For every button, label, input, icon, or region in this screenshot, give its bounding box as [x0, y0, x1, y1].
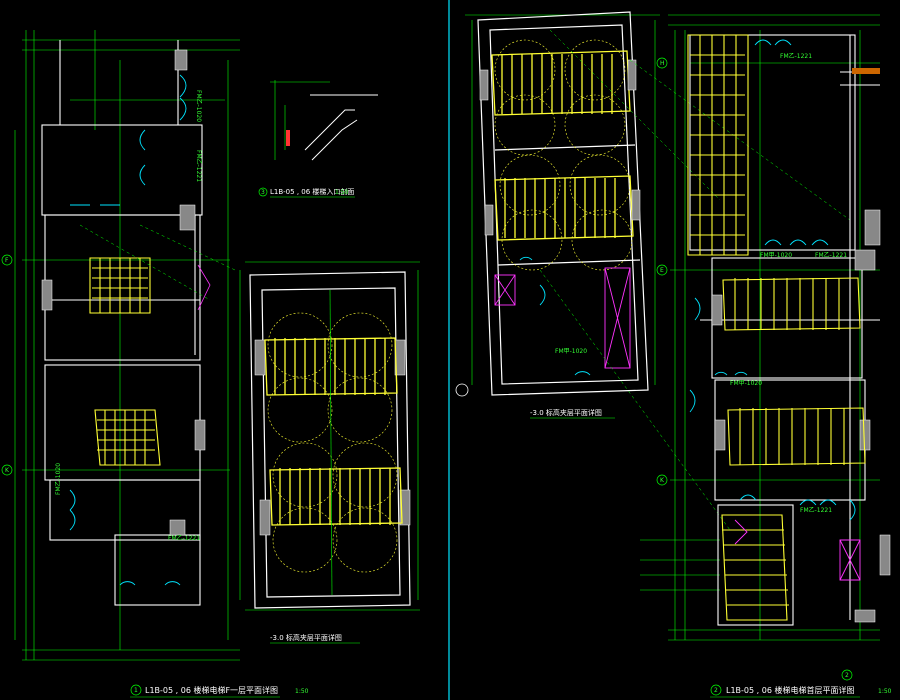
axis-label-K-right: K — [660, 477, 665, 484]
door-tag: FM甲-1020 — [730, 380, 762, 387]
door-tag: FM乙-1020 — [195, 90, 202, 122]
right-enlarged-title: -3.0 标高夹层平面详图 — [530, 408, 602, 417]
section-num: 3 — [261, 189, 265, 196]
axis-label-F: F — [5, 257, 9, 264]
right-plan-num: 2 — [714, 687, 718, 694]
left-plan-title: L1B-05 , 06 楼梯电梯F一层平面详图 — [145, 685, 278, 695]
right-plan-title-block: 2 L1B-05 , 06 楼梯电梯首层平面详图 1:50 — [710, 684, 892, 698]
section-title: L1B-05 , 06 楼梯入口剖面 — [270, 187, 354, 196]
door-tag: FM乙-1221 — [780, 53, 812, 60]
section-scale: 1:50 — [335, 189, 349, 196]
door-tag: FM甲-1020 — [555, 348, 587, 355]
enlarged-title: -3.0 标高夹层平面详图 — [270, 633, 342, 642]
door-tag: FM乙-1020 — [55, 463, 62, 495]
door-tag: FM乙-1221 — [168, 535, 200, 542]
axis-label-H: H — [660, 60, 665, 67]
enlarged-mezzanine-plan: -3.0 标高夹层平面详图 — [239, 261, 420, 644]
left-plan-scale: 1:50 — [295, 688, 309, 695]
right-mezzanine-plan: -3.0 标高夹层平面详图 — [455, 11, 851, 531]
door-tag: FM甲-1020 — [760, 252, 792, 259]
axis-bubbles-left — [1, 254, 13, 476]
door-tag: FM乙-1221 — [195, 150, 202, 182]
section-detail: 3 L1B-05 , 06 楼梯入口剖面 1:50 — [258, 80, 378, 198]
right-plan-title: L1B-05 , 06 楼梯电梯首层平面详图 — [726, 685, 854, 695]
door-tag: FM乙-1221 — [800, 507, 832, 514]
axis-label-E: E — [660, 267, 664, 274]
left-plan-num: 1 — [134, 687, 138, 694]
left-plan — [14, 30, 240, 661]
axis-label-2: 2 — [845, 672, 849, 679]
axis-bubbles-right — [656, 57, 853, 681]
axis-label-K: K — [5, 467, 10, 474]
door-tags: FM乙-1020 FM乙-1221 FM乙-1020 FM乙-1221 FM甲-… — [55, 53, 847, 542]
door-tag: FM乙-1221 — [815, 252, 847, 259]
left-plan-title-block: 1 L1B-05 , 06 楼梯电梯F一层平面详图 1:50 — [130, 684, 309, 698]
right-plan-scale: 1:50 — [878, 688, 892, 695]
right-plan — [640, 14, 891, 641]
